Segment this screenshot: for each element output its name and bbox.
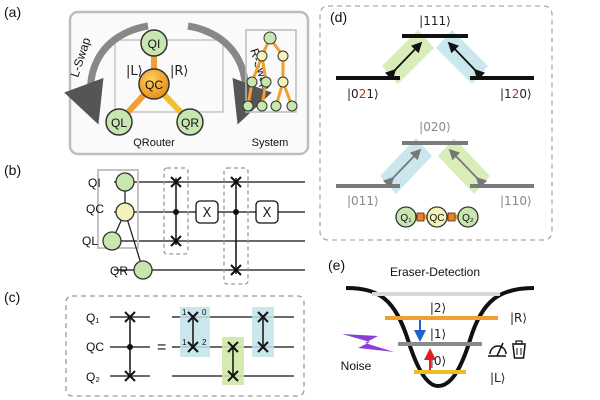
- system-tree: [242, 29, 298, 113]
- panel-label-c: (c): [4, 289, 20, 305]
- trash-icon: [512, 340, 526, 359]
- qubit-r-label: QR: [181, 116, 199, 130]
- panel-label-e: (e): [328, 257, 345, 273]
- cswap-box-2: [223, 167, 249, 285]
- chain-q2-label: Q₂: [462, 213, 474, 224]
- noise-label: Noise: [341, 359, 372, 373]
- ket-021: |021⟩: [347, 87, 379, 101]
- qrouter-caption: QRouter: [133, 137, 175, 149]
- ket-r-label: |R⟩: [170, 64, 188, 79]
- ket-011: |011⟩: [347, 194, 379, 208]
- l-swap-arrow: [64, 22, 149, 125]
- eraser-detection-title: Eraser-Detection: [390, 265, 480, 279]
- ket-e-l: |L⟩: [490, 371, 505, 385]
- ket-e1: |1⟩: [430, 327, 446, 341]
- label-qc-c: QC: [86, 340, 104, 354]
- idx-a0: 0: [202, 308, 207, 317]
- qubit-l-label: QL: [111, 116, 127, 130]
- qubit-c-label: QC: [145, 78, 163, 92]
- router-inner-box: [114, 39, 224, 113]
- qubit-l-b: [102, 231, 122, 251]
- idx-b2: 2: [202, 338, 207, 347]
- meter-icon: [488, 342, 507, 357]
- qubit-c-b: [115, 202, 135, 222]
- ket-e0: |0⟩: [430, 354, 446, 368]
- x-gate-1: [195, 200, 219, 224]
- ket-e-r: |R⟩: [510, 311, 527, 325]
- panel-d: (d) |111⟩ |021⟩ |120⟩ |020⟩ |011⟩ |110⟩ …: [319, 5, 553, 241]
- system-caption: System: [252, 137, 289, 149]
- ket-l-label: |L⟩: [126, 64, 143, 79]
- ket-111: |111⟩: [419, 14, 451, 28]
- idx-a1: 1: [182, 308, 187, 317]
- label-q1-c: Q₁: [86, 311, 99, 325]
- qubit-r-b: [133, 260, 153, 280]
- qubit-l: [105, 108, 133, 136]
- chain-q1: [395, 206, 417, 228]
- label-qr-b: QR: [110, 264, 128, 278]
- panel-label-b: (b): [4, 162, 21, 178]
- x-gate-2-label: X: [263, 206, 272, 221]
- panel-b: (b) QI QC QL QR X X: [4, 162, 305, 285]
- label-qc-b: QC: [86, 202, 104, 216]
- qubit-i: [140, 29, 168, 57]
- chain-q1-label: Q₁: [400, 213, 412, 224]
- panel-label-a: (a): [4, 4, 21, 20]
- panel-c-frame: [65, 295, 305, 397]
- panel-c: (c) Q₁ QC Q₂ = 1 0 1 2: [4, 289, 305, 397]
- qubit-i-b: [115, 172, 135, 192]
- cswap-box-1: [163, 167, 189, 255]
- chain-q2: [457, 206, 479, 228]
- x-gate-2: [255, 200, 279, 224]
- ket-e2: |2⟩: [430, 301, 446, 315]
- ket-110: |110⟩: [500, 194, 532, 208]
- panel-e: (e) Eraser-Detection |2⟩ |1⟩ |0⟩ |R⟩ |L⟩…: [328, 257, 535, 389]
- chain-qc: [426, 206, 448, 228]
- potential-well: [345, 286, 535, 389]
- qubit-r: [176, 108, 204, 136]
- chain-qc-label: QC: [430, 213, 445, 224]
- ket-020: |020⟩: [419, 120, 451, 134]
- panel-label-d: (d): [330, 9, 347, 25]
- panel-d-frame: [319, 5, 553, 241]
- x-gate-1-label: X: [203, 206, 212, 221]
- label-qi-b: QI: [88, 176, 101, 190]
- noise-bolt-icon: [342, 334, 394, 352]
- panel-a: (a) L-Swap R-Swap QI QC QL QR |L⟩ |R⟩ QR…: [4, 4, 310, 156]
- idx-b1: 1: [182, 338, 187, 347]
- equals-sign: =: [157, 339, 166, 356]
- qubit-c: [138, 68, 170, 100]
- qubit-i-label: QI: [148, 37, 161, 51]
- label-ql-b: QL: [82, 234, 98, 248]
- label-q2-c: Q₂: [86, 370, 100, 384]
- ket-120: |120⟩: [500, 87, 532, 101]
